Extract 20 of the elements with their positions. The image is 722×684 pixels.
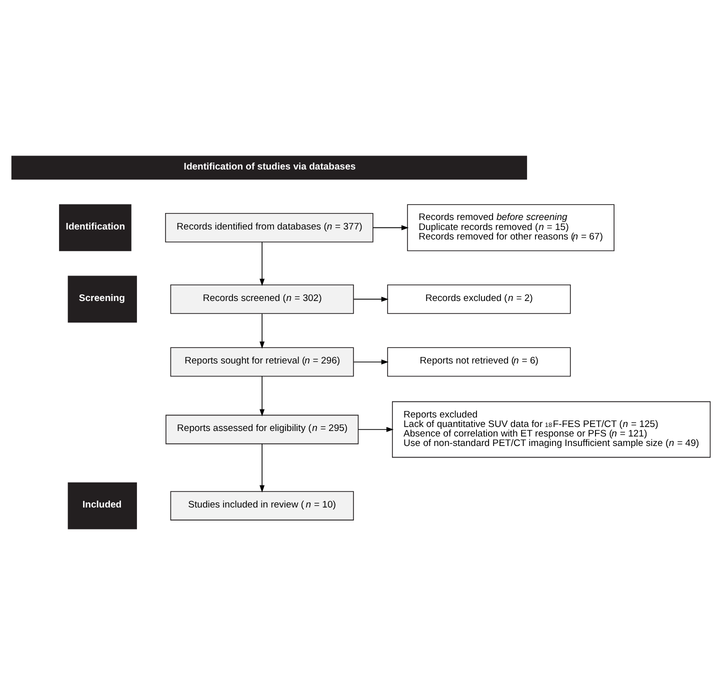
- node-box: Records excluded (n = 2): [387, 284, 571, 314]
- arrow: [260, 442, 265, 492]
- node-box: Identification of studies via databases: [11, 155, 528, 180]
- arrow: [260, 241, 265, 286]
- node-box: Records identified from databases (n = 377): [165, 212, 374, 242]
- node-box: Studies included in review (n = 10): [170, 490, 354, 520]
- node-box: Reports sought for retrieval (n = 296): [170, 346, 354, 376]
- node-box: Included: [68, 482, 137, 529]
- arrow: [353, 358, 388, 364]
- arrow: [260, 375, 265, 416]
- node-box: Screening: [68, 275, 137, 322]
- arrow: [372, 224, 409, 230]
- node-box: Reports assessed for eligibility (n = 295): [166, 414, 359, 444]
- node-box: Records removed before screening Duplicate records removed (n = 15) Records removed for other reasons (n = 67): [407, 204, 614, 251]
- arrow: [353, 296, 388, 302]
- node-box: Identification: [59, 204, 132, 251]
- node-box: Records screened (n = 302): [170, 284, 354, 314]
- node-box: Reports not retrieved (n = 6): [387, 346, 571, 376]
- arrow: [260, 312, 265, 348]
- arrow: [358, 426, 394, 432]
